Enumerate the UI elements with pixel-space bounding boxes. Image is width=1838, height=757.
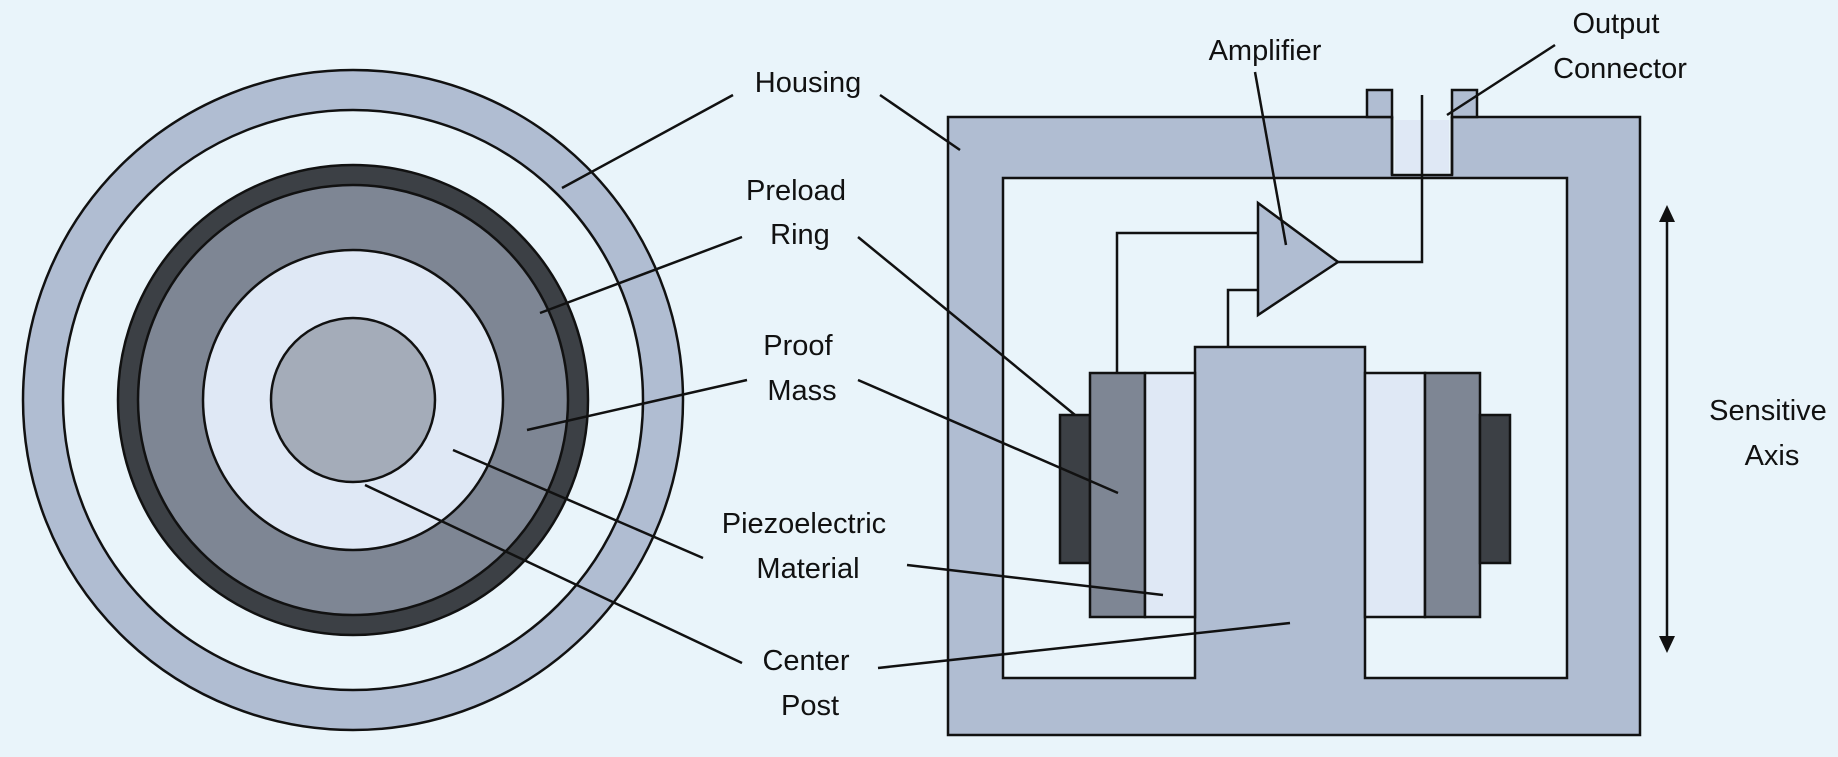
top-view <box>21 68 685 732</box>
leader-lines <box>364 43 1556 670</box>
wire-amp-to-output <box>1338 95 1424 264</box>
leader-proof-left <box>526 378 748 432</box>
leader-center-right <box>877 621 1291 670</box>
leader-preload-right <box>857 236 1076 416</box>
piezo-right <box>1363 371 1427 619</box>
label-housing: Housing <box>755 67 861 99</box>
label-proof-mass: Proof Mass <box>763 330 840 407</box>
connector-post-left <box>1365 88 1394 119</box>
labels: Housing Preload Ring Proof Mass Piezoele… <box>722 8 1835 722</box>
leader-housing-right <box>879 93 961 152</box>
leader-output-connector <box>1446 43 1556 117</box>
preload-ring-left <box>1058 413 1092 565</box>
piezo-left <box>1143 371 1197 619</box>
leader-amplifier <box>1253 71 1288 246</box>
proof-mass-right <box>1423 371 1482 619</box>
amplifier-symbol <box>1256 200 1341 318</box>
label-center-post: Center Post <box>762 645 857 722</box>
leader-piezo-right <box>906 563 1164 597</box>
leader-preload-left <box>539 235 743 315</box>
leader-proof-right <box>857 378 1119 495</box>
label-preload-ring: Preload Ring <box>746 175 854 251</box>
leader-piezo-left <box>452 448 704 560</box>
leader-center-left <box>364 483 743 665</box>
label-output-connector: Output Connector <box>1553 8 1687 85</box>
label-sensitive-axis: Sensitive Axis <box>1709 395 1835 472</box>
label-amplifier: Amplifier <box>1209 35 1322 67</box>
proof-mass-left <box>1088 371 1147 619</box>
center-post-top <box>269 316 437 484</box>
wire-proof-mass-to-amp <box>1115 231 1258 373</box>
leader-housing-left <box>561 93 734 190</box>
label-piezoelectric-material: Piezoelectric Material <box>722 508 894 585</box>
preload-ring-right <box>1478 413 1512 565</box>
sensitive-axis-arrow <box>1659 205 1675 653</box>
wire-post-to-amp <box>1226 288 1258 347</box>
